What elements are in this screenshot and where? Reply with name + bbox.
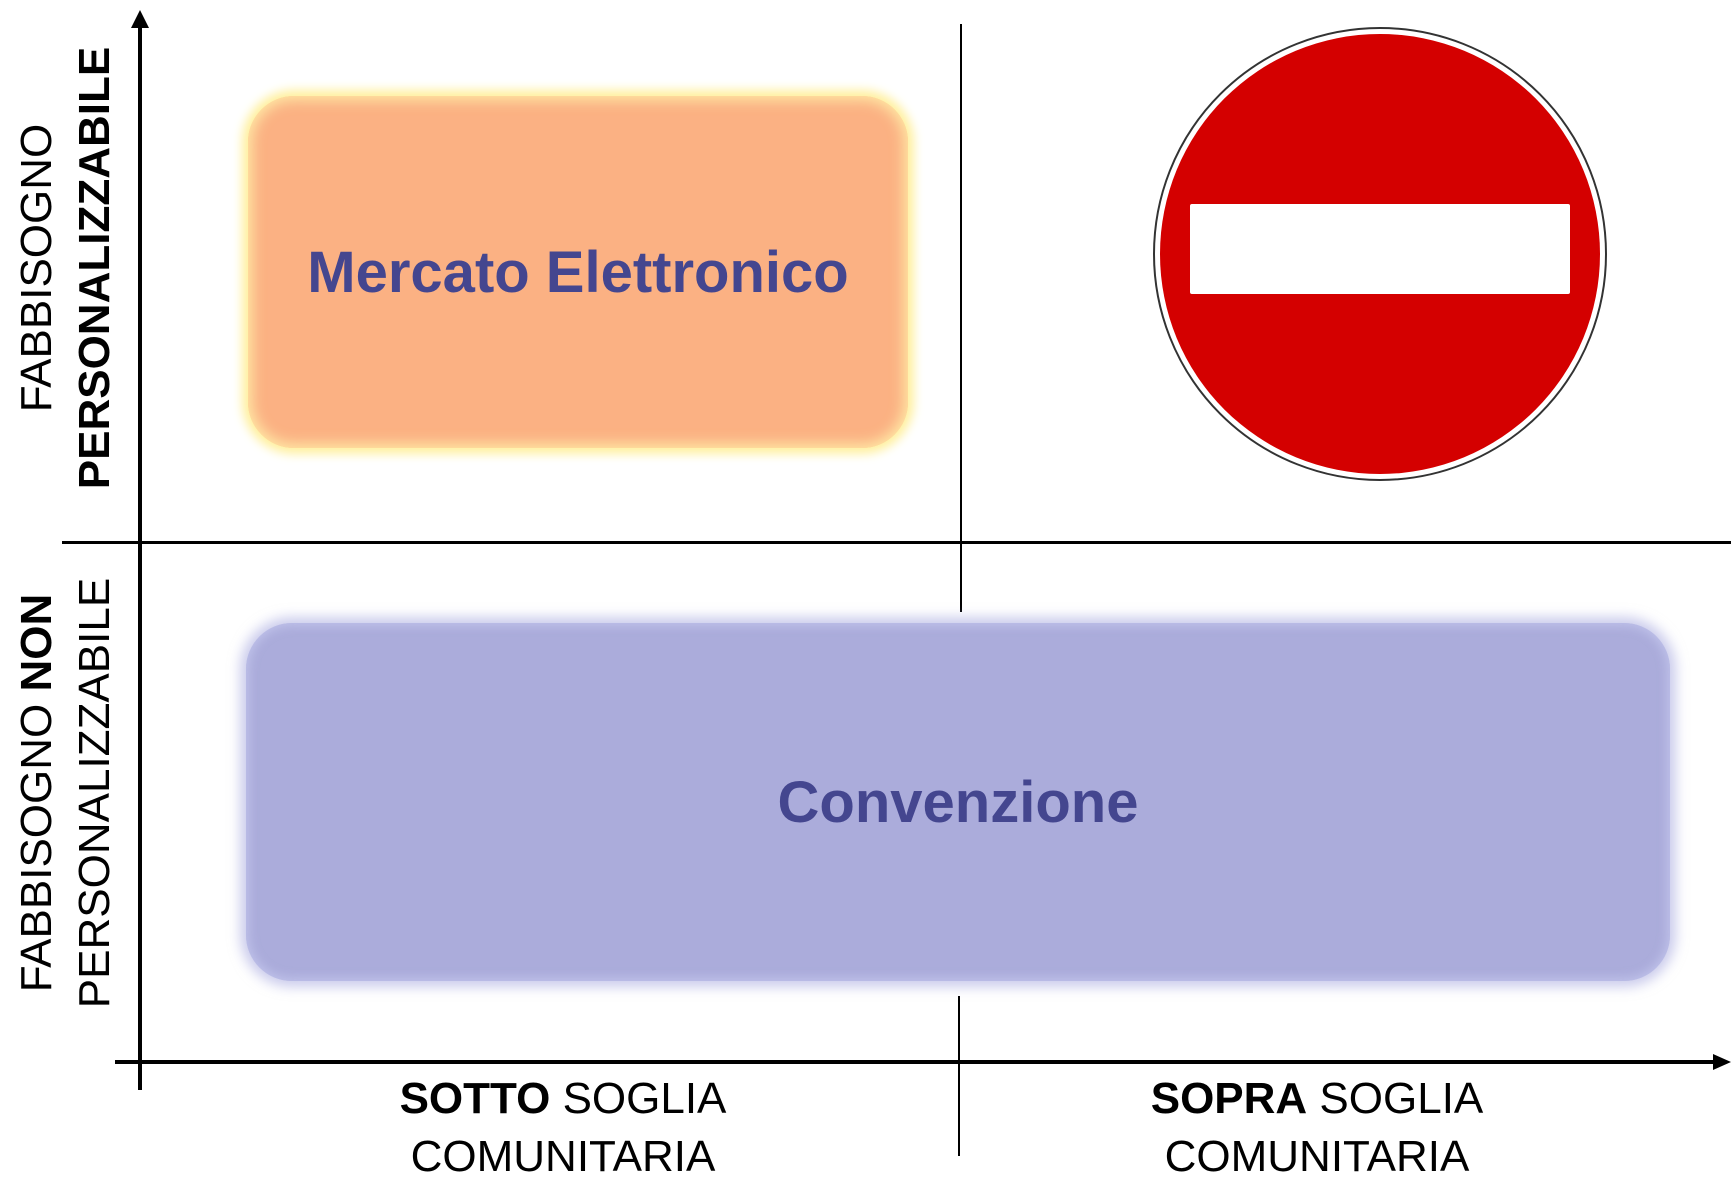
x-axis-arrow-icon — [1713, 1054, 1731, 1070]
x-label-left-rest: SOGLIA — [550, 1074, 727, 1123]
y-label-top-line2: PERSONALIZZABILE — [70, 46, 119, 490]
y-label-personalizzabile: FABBISOGNO PERSONALIZZABILE — [8, 18, 124, 518]
horizontal-divider — [62, 541, 1731, 544]
y-axis-line — [138, 22, 142, 1090]
x-label-sotto-soglia: SOTTO SOGLIA COMUNITARIA — [313, 1070, 813, 1186]
x-label-sopra-soglia: SOPRA SOGLIA COMUNITARIA — [1067, 1070, 1567, 1186]
mercato-elettronico-label: Mercato Elettronico — [307, 239, 849, 305]
no-entry-sign-icon — [1153, 27, 1607, 481]
convenzione-box: Convenzione — [246, 623, 1670, 981]
x-label-right-bold: SOPRA — [1150, 1074, 1308, 1123]
y-label-bottom-line1: FABBISOGNO NON — [8, 543, 66, 1043]
mercato-elettronico-box: Mercato Elettronico — [248, 96, 908, 448]
x-label-left-line2: COMUNITARIA — [410, 1132, 716, 1181]
y-label-non-personalizzabile: FABBISOGNO NON PERSONALIZZABILE — [8, 543, 124, 1043]
y-label-bottom-line1-normal: FABBISOGNO — [12, 691, 61, 993]
x-label-left-bold: SOTTO — [399, 1074, 551, 1123]
x-label-left-line1: SOTTO SOGLIA — [313, 1070, 813, 1128]
vertical-divider-top — [960, 24, 962, 612]
convenzione-label: Convenzione — [777, 769, 1139, 835]
x-axis-line — [115, 1060, 1719, 1064]
vertical-divider-bottom — [958, 996, 960, 1156]
x-label-right-rest: SOGLIA — [1307, 1074, 1484, 1123]
y-label-bottom-line2: PERSONALIZZABILE — [70, 577, 119, 1009]
y-label-bottom-line1-bold: NON — [12, 593, 61, 692]
x-label-right-line2: COMUNITARIA — [1164, 1132, 1470, 1181]
y-label-top-line1: FABBISOGNO — [12, 123, 61, 413]
x-label-right-line1: SOPRA SOGLIA — [1067, 1070, 1567, 1128]
y-axis-arrow-icon — [131, 10, 149, 28]
